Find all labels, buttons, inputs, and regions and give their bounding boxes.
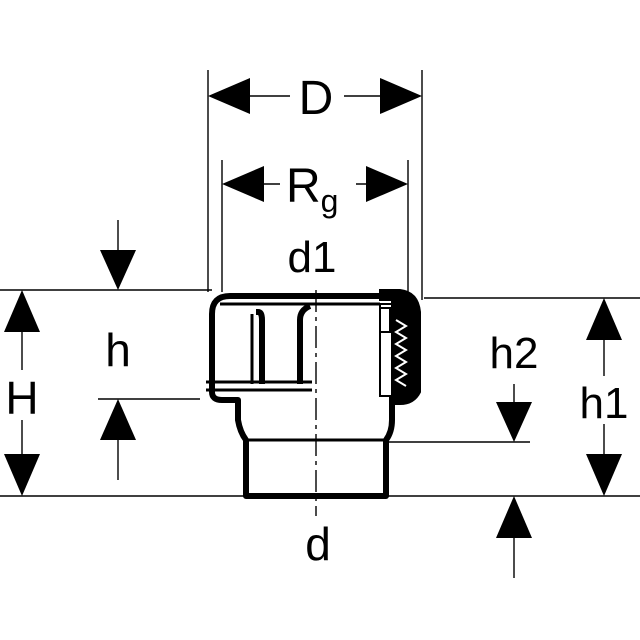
dimension-D: D (208, 72, 422, 125)
label-Rg: Rg (286, 160, 338, 219)
fitting-body (206, 289, 421, 499)
dimension-Rg: Rg (222, 160, 408, 219)
arrow-up (586, 298, 622, 340)
arrow-down (4, 454, 40, 496)
label-h1: h1 (580, 379, 629, 428)
thread-zigzag (394, 319, 408, 387)
arrow-down (100, 250, 136, 290)
arrow-up (496, 496, 532, 538)
arrow-up (100, 399, 136, 440)
inner-socket-line (206, 380, 386, 442)
dimension-h: h (100, 220, 136, 480)
arrow-left (208, 78, 250, 114)
arrow-up (4, 290, 40, 332)
label-h2: h2 (490, 329, 539, 378)
fitting-outline (209, 293, 395, 499)
arrow-down (496, 402, 532, 442)
arrow-right (380, 78, 422, 114)
arrow-left (222, 166, 264, 202)
gasket (379, 307, 391, 333)
dimension-h2: h2 (490, 329, 539, 578)
dimension-H: H (4, 290, 40, 496)
label-h: h (105, 324, 131, 376)
dimension-h1: h1 (580, 298, 629, 496)
arrow-right (366, 166, 408, 202)
label-D: D (299, 72, 334, 125)
label-H: H (5, 372, 38, 424)
arrow-down (586, 454, 622, 496)
extension-lines (0, 70, 640, 497)
label-d: d (305, 518, 331, 570)
label-d1: d1 (288, 233, 337, 282)
cap-ribs (255, 303, 312, 384)
